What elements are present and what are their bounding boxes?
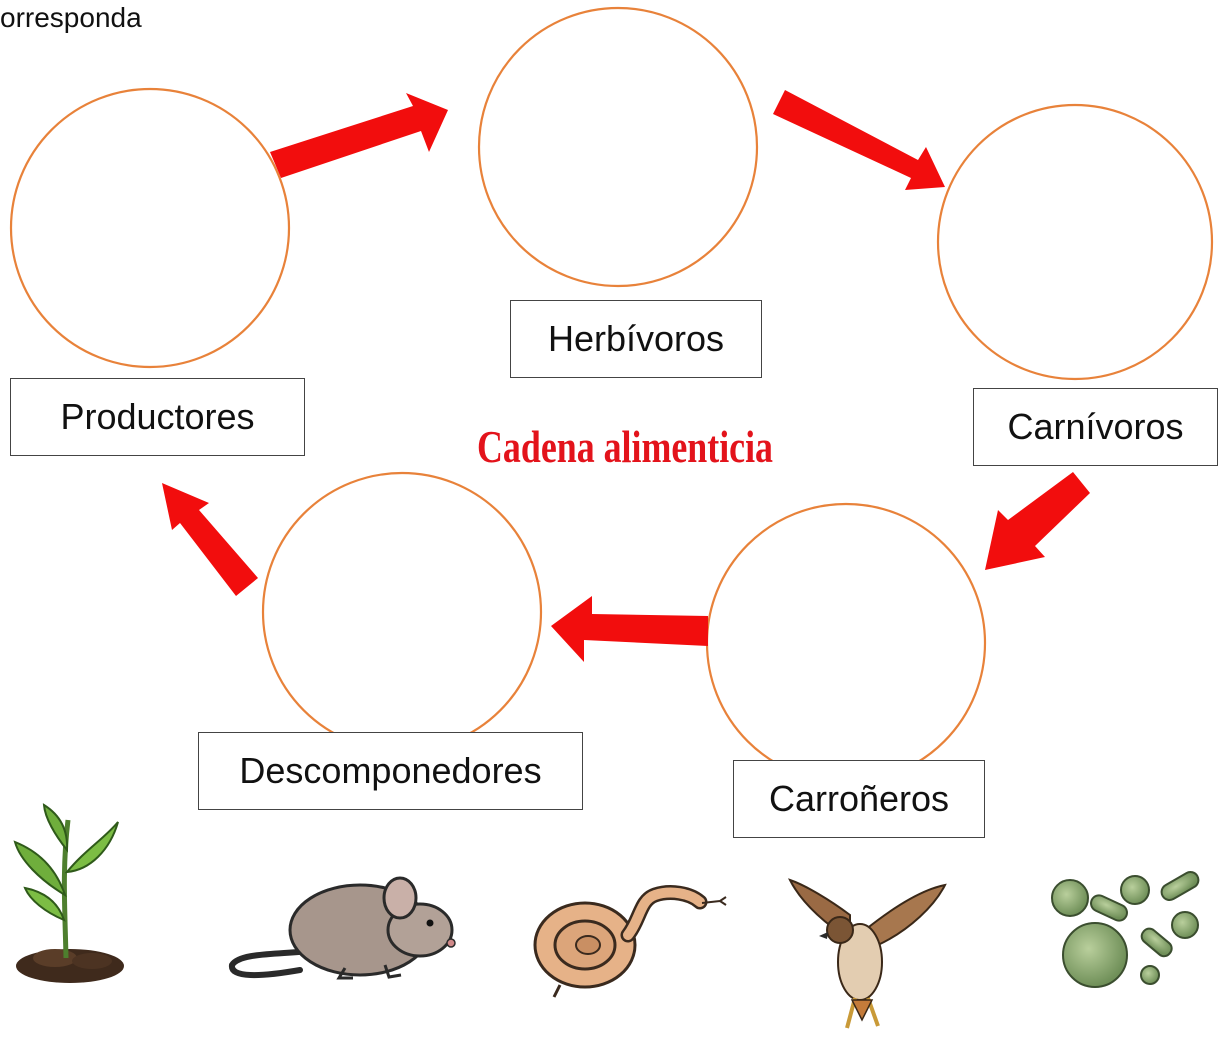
arrow-productores-to-herbivoros	[270, 93, 448, 178]
circle-productores	[11, 89, 289, 367]
circle-herbivoros	[479, 8, 757, 286]
label-carnivoros: Carnívoros	[973, 388, 1218, 466]
hawk-icon	[790, 880, 945, 1028]
label-descomponedores: Descomponedores	[198, 732, 583, 810]
diagram-title: Cadena alimenticia	[489, 416, 762, 476]
circle-carnivoros	[938, 105, 1212, 379]
circle-carroneros	[707, 504, 985, 782]
arrow-herbivoros-to-carnivoros	[773, 90, 945, 190]
arrow-carroneros-to-descomponedores	[551, 596, 708, 662]
label-herbivoros: Herbívoros	[510, 300, 762, 378]
mouse-icon	[232, 878, 455, 978]
snake-icon	[535, 893, 726, 997]
arrow-carnivoros-to-carroneros	[985, 472, 1090, 570]
circle-descomponedores	[263, 473, 541, 751]
bacteria-icon	[1052, 869, 1201, 987]
arrow-descomponedores-to-productores	[162, 483, 258, 596]
instruction-text: orresponda	[0, 2, 142, 34]
label-productores: Productores	[10, 378, 305, 456]
sprout-plant-icon	[15, 805, 124, 983]
label-carroneros: Carroñeros	[733, 760, 985, 838]
